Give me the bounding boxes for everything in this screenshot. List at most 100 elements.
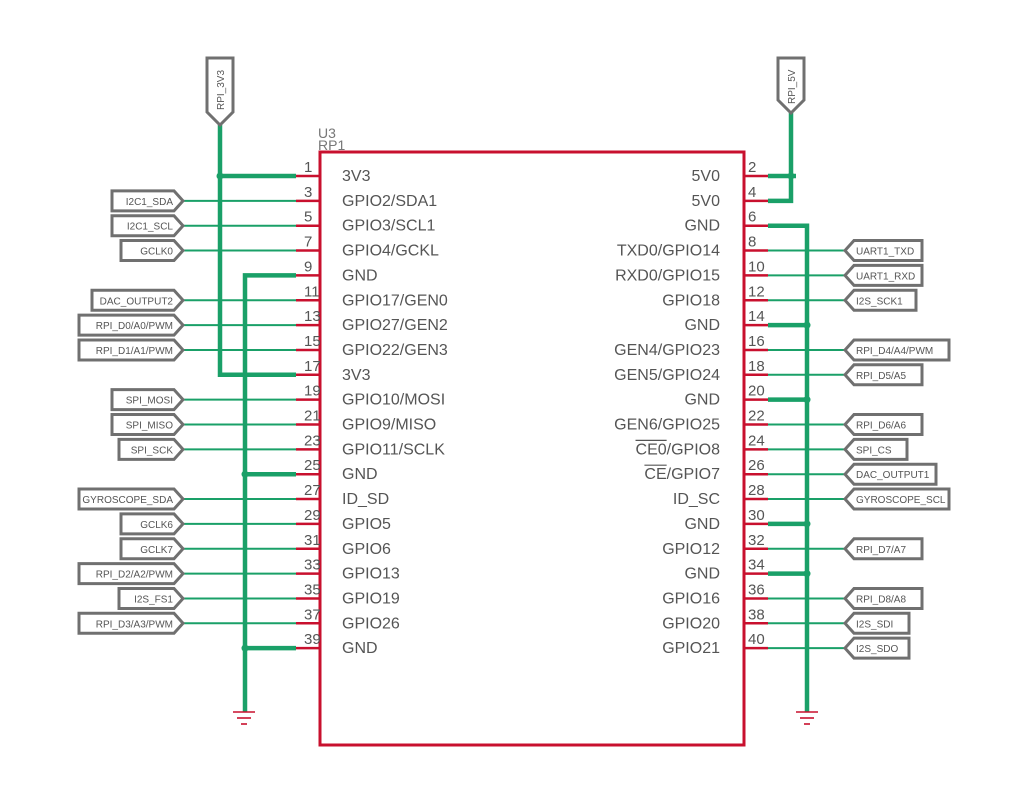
pin-name: CE/GPIO7: [644, 466, 720, 483]
net-label-text: GCLK6: [140, 520, 173, 531]
pin-number: 39: [304, 631, 321, 648]
net-label-text: GCLK0: [140, 247, 173, 258]
net-label-left[interactable]: GCLK6: [119, 512, 186, 536]
net-label-left[interactable]: I2C1_SDA: [110, 189, 186, 213]
pin-number: 14: [748, 308, 765, 325]
net-label-left[interactable]: RPI_D2/A2/PWM: [77, 562, 186, 586]
net-label-text: UART1_RXD: [856, 271, 915, 282]
pin-number: 5: [304, 209, 312, 226]
junction-dot: [803, 570, 811, 578]
net-label-right[interactable]: RPI_D4/A4/PWM: [842, 338, 951, 362]
pin-name: GND: [684, 566, 720, 583]
net-label-right[interactable]: UART1_RXD: [842, 263, 924, 287]
net-label-text: DAC_OUTPUT2: [100, 296, 174, 307]
pin-name: GEN6/GPIO25: [614, 417, 720, 434]
net-label-left[interactable]: RPI_D1/A1/PWM: [77, 338, 186, 362]
net-label-text: GYROSCOPE_SCL: [856, 495, 946, 506]
component-body[interactable]: [318, 150, 746, 747]
net-label-text: RPI_D3/A3/PWM: [96, 619, 173, 630]
pin-name: GND: [342, 466, 378, 483]
pin-number: 25: [304, 457, 321, 474]
net-label-right[interactable]: GYROSCOPE_SCL: [842, 487, 951, 511]
junction-dot: [787, 172, 795, 180]
net-label-left[interactable]: I2C1_SCL: [110, 214, 186, 238]
pin-number: 24: [748, 432, 765, 449]
net-label-right[interactable]: I2S_SDI: [842, 611, 911, 635]
net-label-text: RPI_D7/A7: [856, 545, 906, 556]
net-label-right[interactable]: I2S_SCK1: [842, 288, 918, 312]
pin-number: 30: [748, 507, 765, 524]
pin-number: 19: [304, 383, 321, 400]
net-label-text: RPI_D0/A0/PWM: [96, 321, 173, 332]
pin-number: 33: [304, 557, 321, 574]
net-label-left[interactable]: RPI_D0/A0/PWM: [77, 313, 186, 337]
pin-name: GPIO6: [342, 541, 391, 558]
power-flag-right[interactable]: RPI_5V: [776, 56, 806, 116]
net-label-right[interactable]: RPI_D6/A6: [842, 413, 924, 436]
junction-dot: [216, 172, 224, 180]
net-label-text: DAC_OUTPUT1: [856, 470, 930, 481]
pin-number: 15: [304, 333, 321, 350]
pin-number: 23: [304, 432, 321, 449]
power-flag-left[interactable]: RPI_3V3: [205, 56, 235, 128]
pin-number: 11: [304, 283, 320, 300]
net-label-right[interactable]: RPI_D7/A7: [842, 537, 924, 561]
junction-dot: [241, 470, 249, 478]
pin-name: GPIO18: [662, 292, 720, 309]
junction-dot: [803, 396, 811, 404]
bus-wire: [768, 113, 794, 204]
net-label-left[interactable]: RPI_D3/A3/PWM: [77, 611, 186, 635]
pin-number: 9: [304, 258, 312, 275]
power-flag-right-label: RPI_5V: [787, 69, 798, 104]
pin-name: GPIO26: [342, 615, 400, 632]
pin-name: GPIO3/SCL1: [342, 218, 435, 235]
net-label-right[interactable]: SPI_CS: [842, 437, 909, 461]
pin-name: GPIO27/GEN2: [342, 317, 448, 334]
bus-wire: [768, 223, 810, 712]
net-label-right[interactable]: I2S_SDO: [842, 636, 911, 660]
pin-number: 26: [748, 457, 765, 474]
pin-number: 31: [304, 532, 321, 549]
pin-number: 28: [748, 482, 765, 499]
net-label-text: RPI_D1/A1/PWM: [96, 346, 173, 357]
net-label-left[interactable]: GYROSCOPE_SDA: [77, 487, 186, 511]
pin-number: 37: [304, 606, 321, 623]
junction-dot: [241, 644, 249, 652]
pin-number: 38: [748, 606, 765, 623]
pin-name: 5V0: [692, 168, 721, 185]
net-label-left[interactable]: DAC_OUTPUT2: [90, 288, 186, 312]
net-label-text: SPI_MISO: [126, 421, 173, 432]
pin-name: GPIO21: [662, 640, 720, 657]
pin-name: GPIO5: [342, 516, 391, 533]
net-label-left[interactable]: GCLK7: [119, 537, 186, 561]
net-label-left[interactable]: SPI_SCK: [117, 437, 186, 461]
pin-name: GEN4/GPIO23: [614, 342, 720, 359]
pin-number: 40: [748, 631, 765, 648]
pin-number: 13: [304, 308, 321, 325]
net-label-right[interactable]: DAC_OUTPUT1: [842, 462, 938, 486]
pin-name: 3V3: [342, 168, 371, 185]
net-label-right[interactable]: RPI_D8/A8: [842, 586, 924, 610]
junction-dot: [803, 321, 811, 329]
net-label-left[interactable]: SPI_MOSI: [110, 388, 186, 412]
pin-name: GPIO12: [662, 541, 720, 558]
pin-number: 20: [748, 383, 765, 400]
pin-number: 12: [748, 283, 765, 300]
pin-number: 7: [304, 234, 312, 251]
net-label-left[interactable]: I2S_FS1: [117, 586, 186, 610]
net-label-right[interactable]: UART1_TXD: [842, 239, 924, 263]
pin-number: 2: [748, 159, 756, 176]
pin-number: 3: [304, 184, 312, 201]
pin-number: 35: [304, 581, 321, 598]
pin-name: GPIO22/GEN3: [342, 342, 448, 359]
pin-name: GPIO10/MOSI: [342, 392, 445, 409]
component-value: RP1: [318, 137, 345, 153]
right-pins: 25V045V06GND8TXD0/GPIO1410RXD0/GPIO1512G…: [614, 159, 768, 657]
pin-number: 16: [748, 333, 765, 350]
net-label-right[interactable]: RPI_D5/A5: [842, 363, 924, 387]
net-label-left[interactable]: SPI_MISO: [110, 413, 186, 436]
net-label-left[interactable]: GCLK0: [119, 239, 186, 263]
net-label-text: RPI_D5/A5: [856, 371, 906, 382]
net-label-text: I2S_SDO: [856, 644, 898, 655]
net-label-text: UART1_TXD: [856, 247, 914, 258]
